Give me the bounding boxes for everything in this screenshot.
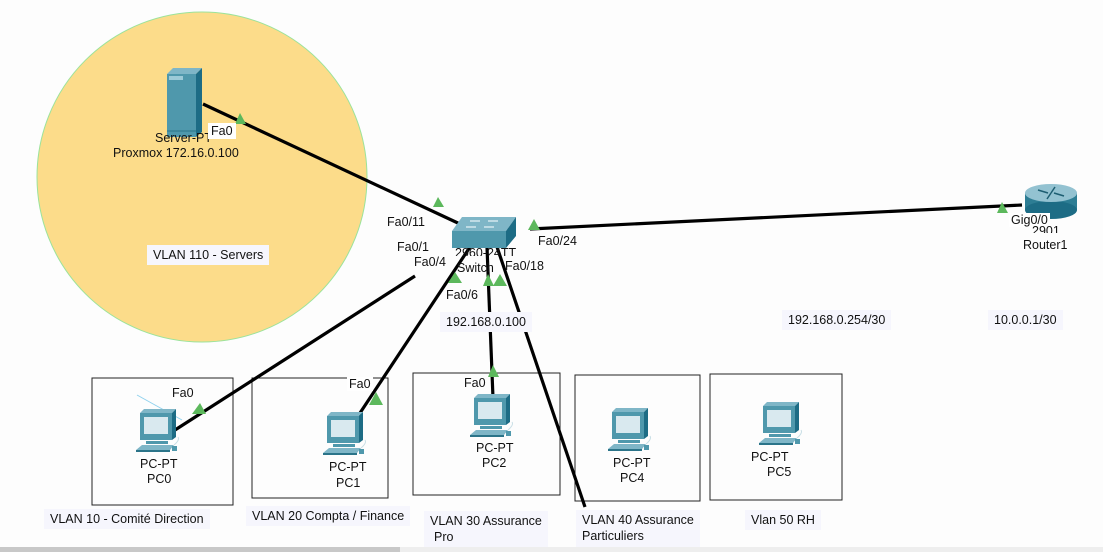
link-switch-pc0[interactable] — [174, 274, 416, 432]
pc4-vlan-note-line1: VLAN 40 Assurance — [582, 513, 694, 527]
port-up-indicator — [448, 272, 462, 283]
switch-name-label: Switch — [457, 261, 494, 275]
pc2-name-label: PC2 — [482, 456, 507, 470]
scrollbar-thumb[interactable] — [0, 547, 400, 552]
pc2-vlan-note-line2: Pro — [434, 530, 454, 544]
router-model-label: 2901 — [1032, 224, 1060, 233]
pc1-area-box[interactable] — [251, 377, 389, 499]
pc0-name-label: PC0 — [147, 472, 172, 486]
port-up-indicator — [488, 365, 499, 377]
pc5-computer-icon[interactable] — [759, 402, 802, 445]
server-port-label: Fa0 — [208, 123, 236, 139]
port-up-indicator — [235, 113, 246, 124]
pc4-area-box[interactable] — [574, 374, 701, 502]
pc1-model-label: PC-PT — [329, 460, 367, 474]
server-icon[interactable] — [167, 68, 202, 137]
switch-port-fa0-1: Fa0/1 — [397, 240, 429, 251]
port-up-indicator — [493, 274, 507, 286]
pc1-vlan-note: VLAN 20 Compta / Finance — [246, 506, 411, 526]
router-ip-note: 10.0.0.1/30 — [988, 310, 1063, 330]
switch-port-fa0-24: Fa0/24 — [538, 234, 577, 248]
server-name-label: Proxmox 172.16.0.100 — [113, 146, 239, 160]
pc2-port-label: Fa0 — [464, 376, 486, 390]
router-port-label: Gig0/0 — [1009, 213, 1050, 227]
horizontal-scrollbar[interactable] — [0, 547, 1103, 552]
server-model-label: Server-PT — [155, 131, 212, 145]
pc0-area-box[interactable] — [91, 377, 234, 506]
pc0-port-label: Fa0 — [172, 386, 194, 400]
port-up-indicator — [528, 219, 540, 230]
gateway-ip-note: 192.168.0.254/30 — [782, 310, 892, 330]
pc4-computer-icon[interactable] — [608, 408, 651, 451]
pc2-vlan-note-line1: VLAN 30 Assurance — [430, 514, 542, 528]
pc2-computer-icon[interactable] — [470, 394, 513, 437]
pc5-model-label: PC-PT — [751, 450, 789, 464]
pc1-computer-icon[interactable] — [323, 412, 366, 455]
port-up-indicator — [433, 197, 444, 207]
pc0-model-label: PC-PT — [140, 457, 178, 471]
port-up-indicator — [483, 274, 494, 286]
switch-ip-note: 192.168.0.100 — [440, 312, 532, 332]
switch-model-label: 2960-24TT — [455, 246, 517, 256]
port-up-indicator — [192, 403, 206, 414]
switch-port-fa0-18: Fa0/18 — [505, 259, 544, 273]
pc1-name-label: PC1 — [336, 476, 361, 490]
pc4-vlan-note: VLAN 40 Assurance Particuliers — [576, 510, 700, 548]
switch-port-fa0-4: Fa0/4 — [414, 255, 446, 269]
vlan-110-zone[interactable] — [36, 11, 368, 343]
pc2-model-label: PC-PT — [476, 441, 514, 455]
link-switch-pc4[interactable] — [495, 246, 587, 508]
pc1-port-label: Fa0 — [347, 377, 373, 391]
port-up-indicator — [369, 392, 383, 405]
pc5-area-box[interactable] — [709, 373, 843, 501]
pc0-computer-icon[interactable] — [136, 409, 179, 452]
switch-port-fa0-11: Fa0/11 — [387, 215, 425, 229]
switch-port-fa0-6: Fa0/6 — [446, 288, 478, 302]
pc4-name-label: PC4 — [620, 471, 645, 485]
vlan-110-label: VLAN 110 - Servers — [147, 245, 270, 265]
pc5-vlan-note: Vlan 50 RH — [745, 510, 821, 530]
link-switch-pc1[interactable] — [356, 246, 472, 417]
pc2-vlan-note: VLAN 30 Assurance Pro — [424, 511, 548, 549]
pc4-vlan-note-line2: Particuliers — [582, 529, 644, 543]
port-up-indicator — [997, 202, 1008, 213]
pc4-model-label: PC-PT — [613, 456, 651, 470]
pc0-vlan-note: VLAN 10 - Comité Direction — [44, 509, 210, 529]
link-switch-router[interactable] — [529, 203, 1023, 231]
router-name-label: Router1 — [1023, 238, 1068, 252]
pc5-name-label: PC5 — [767, 465, 792, 479]
switch-icon[interactable] — [452, 217, 516, 248]
